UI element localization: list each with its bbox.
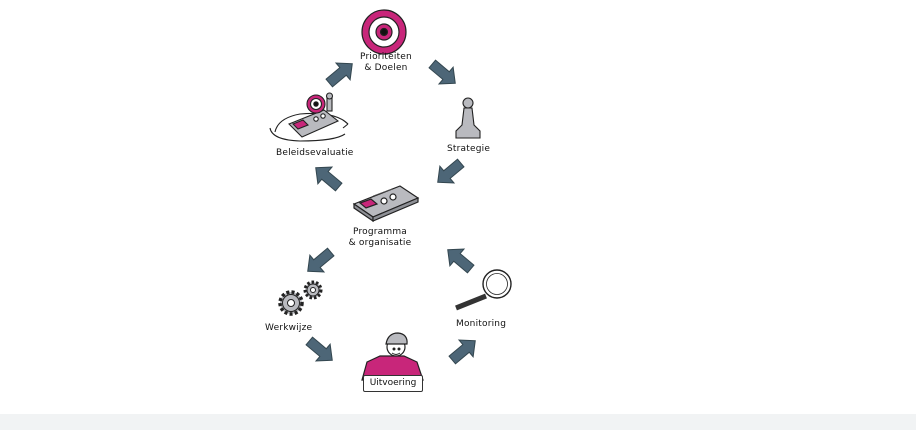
target-icon (361, 9, 407, 55)
label-programma: Programma & organisatie (340, 227, 420, 249)
evaluation-icon (269, 92, 349, 142)
label-programma-line1: Programma (352, 227, 408, 237)
arrow-prioriteiten-to-strategie (424, 55, 463, 93)
arrow-monitoring-to-programma (440, 240, 479, 278)
label-monitoring: Monitoring (456, 319, 507, 329)
arrow-werkwijze-to-uitvoering (301, 332, 340, 370)
gears-icon (278, 280, 323, 316)
label-prioriteiten-line2: & Doelen (364, 63, 408, 73)
arrow-strategie-to-programma (430, 154, 469, 192)
arrow-uitvoering-to-monitoring (444, 331, 483, 369)
label-prioriteiten-line1: Prioriteiten (360, 52, 412, 62)
chess-pawn-icon (455, 97, 481, 139)
label-prioriteiten: Prioriteiten & Doelen (352, 52, 420, 74)
tablet-icon (352, 185, 420, 223)
label-beleidsevaluatie: Beleidsevaluatie (276, 148, 354, 158)
label-programma-line2: & organisatie (348, 238, 412, 248)
arrow-programma-to-beleidsevaluatie (308, 158, 347, 196)
magnifier-icon (455, 269, 512, 311)
label-werkwijze: Werkwijze (265, 323, 313, 333)
label-uitvoering: Uitvoering (363, 375, 423, 392)
worker-icon (361, 332, 424, 381)
label-strategie: Strategie (447, 144, 491, 154)
bottom-band (0, 414, 916, 430)
arrow-programma-to-werkwijze (300, 243, 339, 281)
